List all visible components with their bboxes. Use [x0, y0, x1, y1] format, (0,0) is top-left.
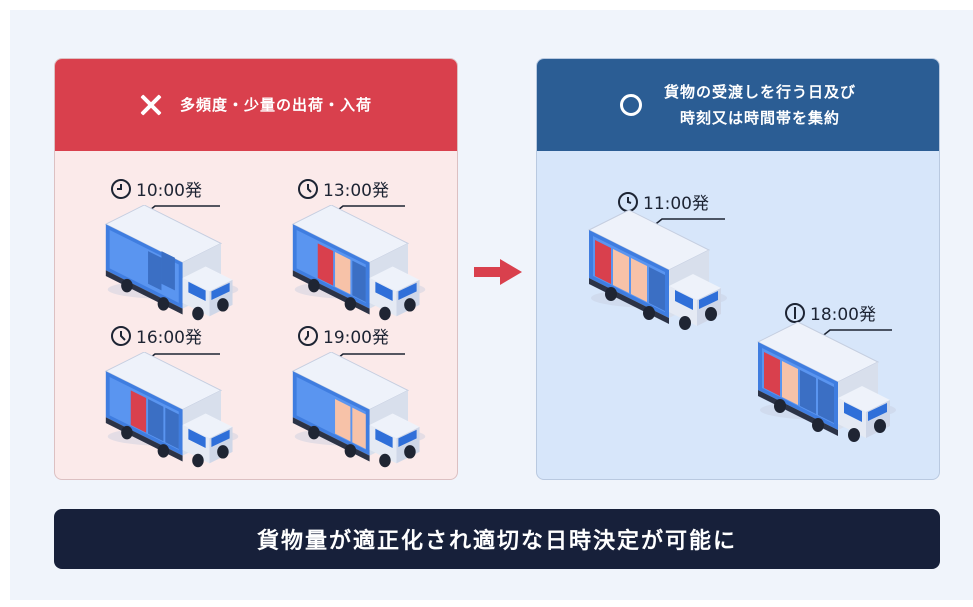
departure-label-2: 13:00発: [297, 176, 389, 201]
departure-label-1: 10:00発: [110, 176, 202, 201]
conclusion-banner: 貨物量が適正化され適切な日時決定が可能に: [54, 509, 940, 569]
clock-icon: [111, 178, 131, 199]
circle-mark-icon: [619, 94, 642, 116]
truck-4: [292, 352, 426, 468]
departure-time: 11:00発: [643, 194, 709, 214]
truck-3: [105, 352, 239, 468]
departure-time: 19:00発: [323, 328, 389, 348]
departure-label-3: 16:00発: [110, 323, 202, 348]
bad-case-header: 多頻度・少量の出荷・入荷: [55, 59, 457, 151]
consolidated-truck-1: [588, 210, 728, 331]
bad-case-title: 多頻度・少量の出荷・入荷: [179, 96, 372, 114]
clock-icon: [298, 325, 318, 346]
good-case-title-line2: 時刻又は時間帯を集約: [679, 109, 840, 127]
truck-1: [105, 205, 239, 321]
conclusion-text: 貨物量が適正化され適切な日時決定が可能に: [256, 529, 737, 554]
good-case-title: 貨物の受渡しを行う日及び 時刻又は時間帯を集約: [664, 79, 856, 131]
clock-icon: [111, 325, 131, 346]
departure-time: 18:00発: [810, 305, 876, 325]
departure-label-4: 19:00発: [297, 323, 389, 348]
good-case-title-line1: 貨物の受渡しを行う日及び: [663, 83, 856, 101]
consolidated-departure-label-2: 18:00発: [784, 300, 876, 325]
clock-icon: [785, 302, 805, 323]
consolidated-truck-2: [757, 322, 897, 443]
truck-2: [292, 205, 426, 321]
departure-time: 13:00発: [323, 181, 389, 201]
departure-time: 10:00発: [136, 181, 202, 201]
arrow-right-icon: [474, 259, 522, 285]
departure-time: 16:00発: [136, 328, 202, 348]
good-case-header: 貨物の受渡しを行う日及び 時刻又は時間帯を集約: [537, 59, 939, 151]
clock-icon: [298, 178, 318, 199]
